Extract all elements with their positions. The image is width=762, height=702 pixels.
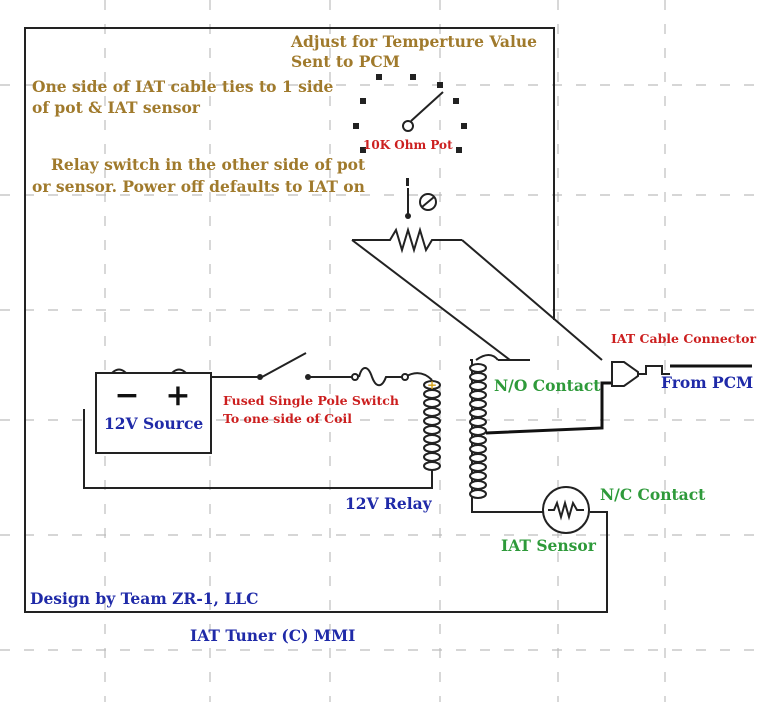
battery-minus-sign: − [114,378,139,413]
source-label: 12V Source [104,414,203,433]
iat-connector-plug [611,361,752,387]
relay-label: 12V Relay [345,494,433,513]
nc-contact-label: N/C Contact [600,485,706,504]
power-wiring [83,352,545,513]
pot-knob [405,178,437,219]
iat-connector-label: IAT Cable Connector [611,331,756,346]
relay-switch-label-line2: or sensor. Power off defaults to IAT on [32,177,365,196]
no-contact-label: N/O Contact [494,376,601,395]
tuner-title-label: IAT Tuner (C) MMI [190,626,355,645]
relay-coil [423,380,441,471]
relay-switch-label-line1: Relay switch in the other side of pot [51,155,366,174]
frame-wire [24,27,608,613]
fused-switch-label-line1: Fused Single Pole Switch [223,393,399,408]
battery-plus-sign: + [165,378,190,413]
iat-ties-label-line2: of pot & IAT sensor [32,98,201,117]
no-contact-wire [485,381,612,435]
battery [95,368,212,454]
iat-sensor [542,486,590,534]
iat-ties-label-line1: One side of IAT cable ties to 1 side [32,77,334,96]
design-credit-label: Design by Team ZR-1, LLC [30,589,258,608]
adjust-label-line2: Sent to PCM [291,52,400,71]
pot-label: 10K Ohm Pot [363,138,453,152]
relay-contact-winding [469,354,499,499]
switch-contacts [257,373,409,381]
pot-dial [353,74,467,153]
pot-resistor [352,226,462,254]
pot-leads [351,239,603,361]
iat-sensor-label: IAT Sensor [501,536,597,555]
from-pcm-label: From PCM [661,373,753,392]
coil-plus-sign: + [427,378,437,392]
fused-switch-label-line2: To one side of Coil [223,411,352,426]
adjust-label-line1: Adjust for Temperture Value [290,32,537,51]
